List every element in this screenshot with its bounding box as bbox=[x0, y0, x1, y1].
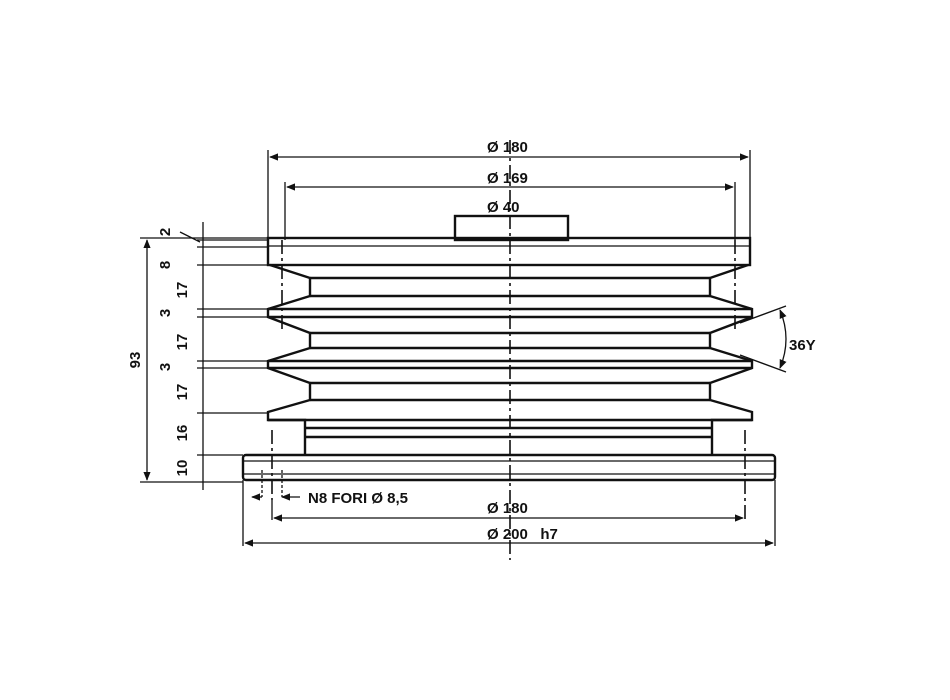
dim-height-3: 17 bbox=[174, 282, 191, 299]
dim-height-6: 3 bbox=[157, 363, 174, 371]
dim-height-8: 16 bbox=[174, 425, 191, 442]
dim-height-4: 3 bbox=[157, 309, 174, 317]
dim-height-1: 2 bbox=[157, 228, 174, 236]
top-flange bbox=[266, 236, 752, 330]
left-dimensions: 93 2 8 17 3 17 3 17 16 10 bbox=[127, 222, 270, 490]
dim-outer-diameter: Ø 180 bbox=[487, 139, 528, 156]
dim-height-9: 10 bbox=[174, 460, 191, 477]
groove-profile bbox=[266, 263, 754, 455]
dim-total-height: 93 bbox=[127, 352, 144, 369]
dim-groove-angle: 36Y bbox=[789, 337, 816, 354]
dim-bolt-circle: Ø 180 bbox=[487, 500, 528, 517]
base-flange bbox=[241, 430, 777, 520]
hub-boss bbox=[453, 214, 570, 242]
dim-height-7: 17 bbox=[174, 384, 191, 401]
dim-base-diameter: Ø 200 h7 bbox=[487, 526, 558, 543]
dim-height-5: 17 bbox=[174, 334, 191, 351]
dim-hub-diameter: Ø 40 bbox=[487, 199, 520, 216]
top-dimensions: Ø 180 Ø 169 Ø 40 bbox=[267, 139, 751, 240]
dim-bolt-holes: N8 FORI Ø 8,5 bbox=[308, 490, 408, 507]
groove-angle-dimension: 36Y bbox=[739, 305, 816, 373]
bottom-dimensions: N8 FORI Ø 8,5 Ø 180 Ø 200 h7 bbox=[242, 480, 776, 547]
dim-groove-diameter: Ø 169 bbox=[487, 170, 528, 187]
dim-height-2: 8 bbox=[157, 261, 174, 269]
